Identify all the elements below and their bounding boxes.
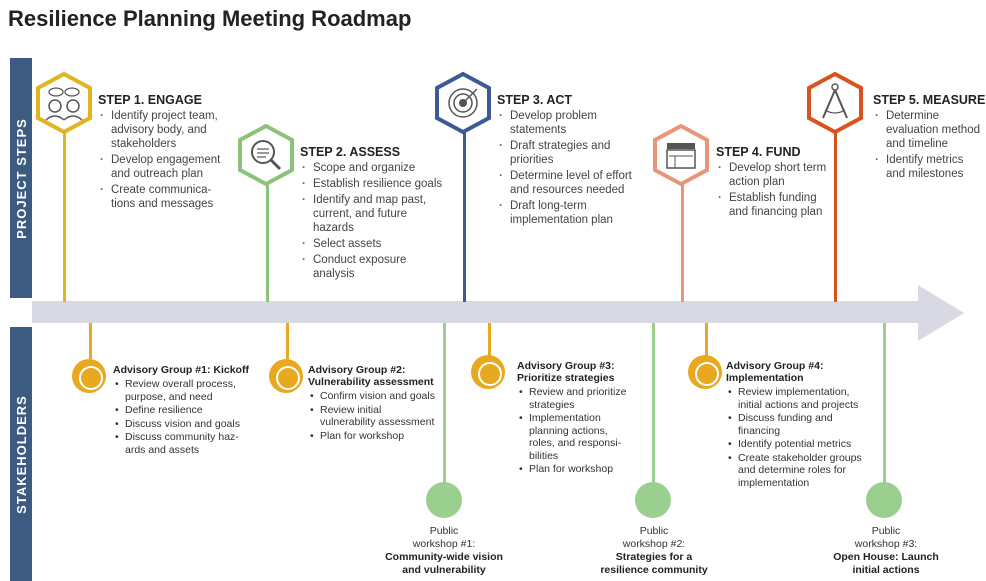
advisory2-presenter-icon	[269, 359, 303, 393]
step3-item: Draft strategies and priorities	[497, 139, 647, 167]
public3-group-icon	[866, 482, 902, 518]
step2-item: Scope and organize	[300, 161, 448, 175]
advisory2-title: Advisory Group #2: Vulnerability assessm…	[308, 364, 434, 388]
advisory2-item: Confirm vision and goals	[308, 390, 436, 403]
step1-item: Identify project team, advisory body, an…	[98, 109, 228, 151]
public3-line2: workshop #3:	[854, 538, 918, 550]
advisory4-item: Discuss funding and financing	[726, 412, 866, 437]
timeline-arrow-head	[918, 285, 964, 341]
step1: STEP 1. ENGAGE Identify project team, ad…	[98, 93, 228, 213]
step5-connector	[834, 130, 837, 302]
step1-connector	[63, 130, 66, 302]
advisory3-presenter-icon	[471, 355, 505, 389]
advisory4-item: Identify potential metrics	[726, 438, 866, 451]
step5-item: Identify metrics and milestones	[873, 153, 983, 181]
page-title: Resilience Planning Meeting Roadmap	[8, 6, 412, 31]
step2-item: Select assets	[300, 237, 448, 251]
step3-item: Draft long-term implementation plan	[497, 199, 647, 227]
magnifier-icon	[236, 124, 296, 186]
advisory4: Advisory Group #4: Implementation Review…	[726, 360, 866, 490]
advisory2-item: Review initial vulnerability assessment	[308, 404, 436, 429]
step2-item: Conduct exposure analysis	[300, 253, 448, 281]
step4-item: Establish funding and financing plan	[716, 191, 834, 219]
advisory1-connector	[89, 323, 92, 359]
step2-title: STEP 2. ASSESS	[300, 145, 401, 159]
public3-line1: Public	[871, 525, 901, 537]
public1-connector	[443, 323, 446, 483]
step2-item: Establish resilience goals	[300, 177, 448, 191]
advisory4-item: Review implementation, initial actions a…	[726, 386, 866, 411]
public3-connector	[883, 323, 886, 483]
advisory4-item: Create stakeholder groups and determine …	[726, 452, 866, 490]
step1-title: STEP 1. ENGAGE	[98, 93, 202, 107]
step2: STEP 2. ASSESS Scope and organize Establ…	[300, 145, 448, 283]
advisory3-title: Advisory Group #3: Prioritize strategies	[517, 360, 615, 384]
public2-group-icon	[635, 482, 671, 518]
public1-title: Community-wide vision and vulnerability	[385, 551, 503, 576]
step3-item: Develop problem statements	[497, 109, 647, 137]
advisory3-item: Review and prioritize strategies	[517, 386, 627, 411]
project-steps-label: PROJECT STEPS	[13, 117, 29, 239]
step5-title: STEP 5. MEASURE	[873, 93, 986, 107]
compass-icon	[805, 72, 865, 134]
public2-line1: Public	[639, 525, 669, 537]
advisory1-item: Discuss vision and goals	[113, 418, 253, 431]
people-speech-icon	[34, 72, 94, 134]
step4-item: Develop short term action plan	[716, 161, 834, 189]
advisory3-item: Implementation planning actions, roles, …	[517, 412, 627, 462]
advisory2: Advisory Group #2: Vulnerability assessm…	[308, 364, 436, 443]
advisory3-connector	[488, 323, 491, 359]
step3: STEP 3. ACT Develop problem statements D…	[497, 93, 647, 229]
project-steps-band: PROJECT STEPS	[10, 58, 32, 298]
step4-title: STEP 4. FUND	[716, 145, 801, 159]
step3-item: Determine level of effort and resources …	[497, 169, 647, 197]
step2-item: Identify and map past, current, and futu…	[300, 193, 448, 235]
clapperboard-icon	[651, 124, 711, 186]
advisory3: Advisory Group #3: Prioritize strategies…	[517, 360, 627, 477]
step3-title: STEP 3. ACT	[497, 93, 573, 107]
advisory1-item: Discuss community haz-ards and assets	[113, 431, 253, 456]
public2-line2: workshop #2:	[622, 538, 686, 550]
advisory1-item: Review overall process, purpose, and nee…	[113, 378, 253, 403]
public2-connector	[652, 323, 655, 483]
step5-item: Determine evaluation method and timeline	[873, 109, 983, 151]
stakeholders-band: STAKEHOLDERS	[10, 327, 32, 581]
public1-group-icon	[426, 482, 462, 518]
step4-connector	[681, 185, 684, 302]
advisory3-item: Plan for workshop	[517, 463, 627, 476]
public3-title: Open House: Launch initial actions	[833, 551, 939, 576]
public3: Public workshop #3: Open House: Launch i…	[822, 525, 950, 577]
advisory1-item: Define resilience	[113, 404, 253, 417]
public2-title: Strategies for a resilience community	[600, 551, 708, 576]
advisory1-presenter-icon	[72, 359, 106, 393]
stakeholders-label: STAKEHOLDERS	[13, 394, 29, 514]
step4: STEP 4. FUND Develop short term action p…	[716, 145, 834, 221]
advisory1: Advisory Group #1: Kickoff Review overal…	[113, 364, 253, 457]
advisory4-connector	[705, 323, 708, 359]
step1-item: Develop engagement and outreach plan	[98, 153, 228, 181]
advisory2-item: Plan for workshop	[308, 430, 436, 443]
timeline-arrow-bar	[32, 301, 924, 323]
advisory4-title: Advisory Group #4: Implementation	[726, 360, 824, 384]
public1-line1: Public	[429, 525, 459, 537]
target-icon	[433, 72, 493, 134]
public1-line2: workshop #1:	[412, 538, 476, 550]
step2-connector	[266, 185, 269, 302]
advisory4-presenter-icon	[688, 355, 722, 389]
advisory1-title: Advisory Group #1: Kickoff	[113, 364, 249, 376]
advisory2-connector	[286, 323, 289, 359]
step5: STEP 5. MEASURE Determine evaluation met…	[873, 93, 986, 183]
step3-connector	[463, 130, 466, 302]
public1: Public workshop #1: Community-wide visio…	[376, 525, 512, 577]
public2: Public workshop #2: Strategies for a res…	[592, 525, 716, 577]
step1-item: Create communica-tions and messages	[98, 183, 228, 211]
